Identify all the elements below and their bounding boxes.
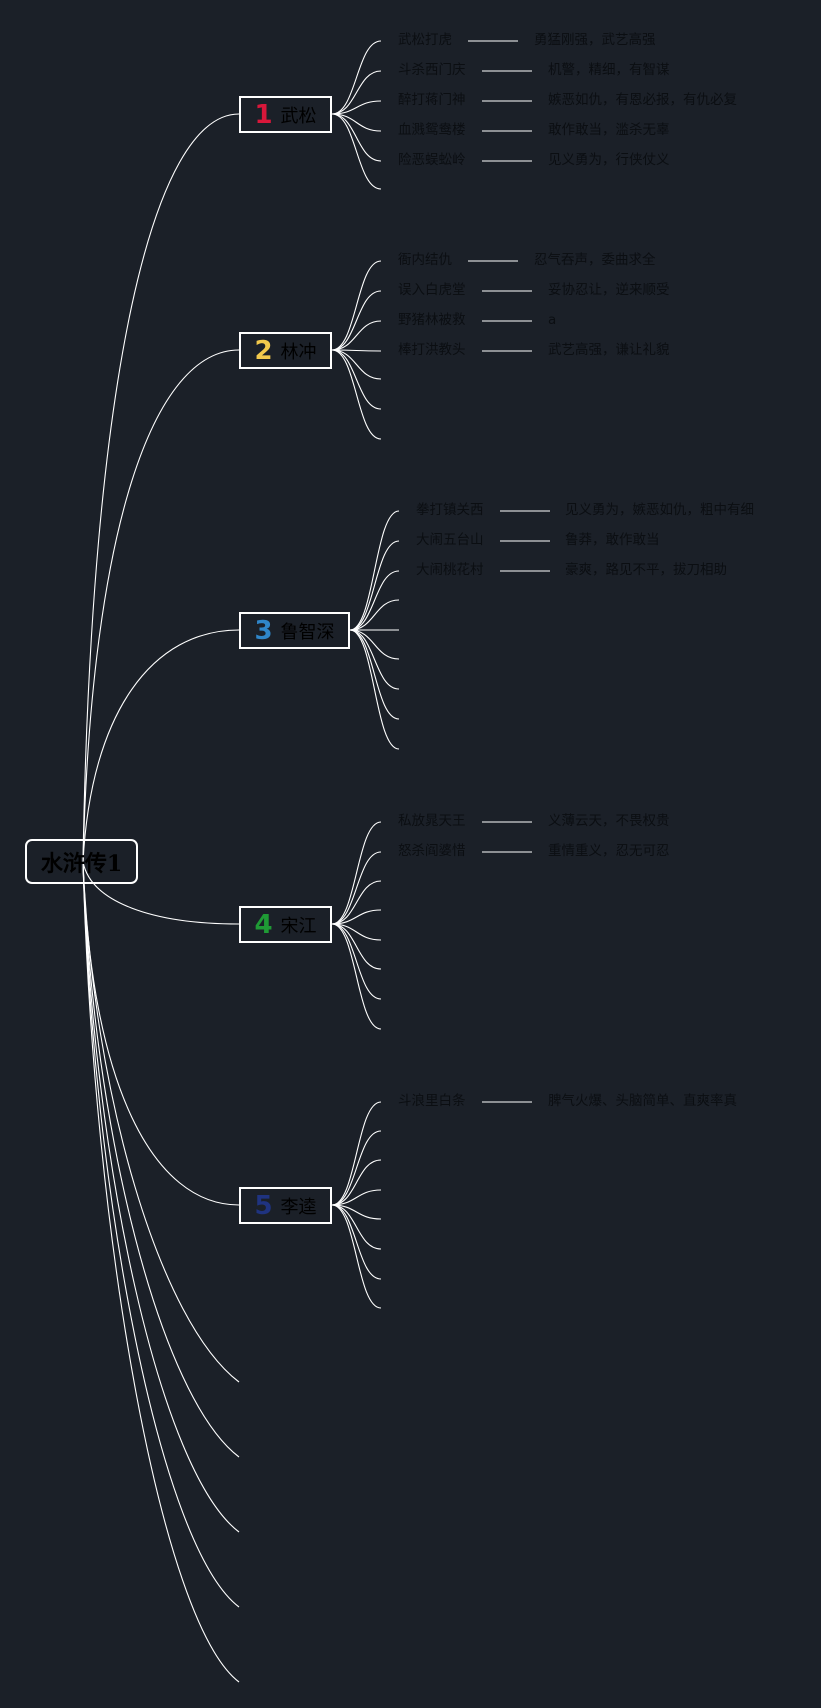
sub-branch-3-8 bbox=[349, 629, 400, 720]
sub-branch-2-5 bbox=[331, 349, 382, 380]
description-4-1[interactable]: 义薄云天，不畏权贵 bbox=[548, 813, 670, 829]
topic-name-3: 鲁智深 bbox=[280, 621, 335, 643]
sub-branch-2-2 bbox=[331, 290, 382, 351]
sub-branch-5-1 bbox=[331, 1101, 382, 1206]
subtopic-3-1[interactable]: 拳打镇关西 bbox=[416, 502, 484, 518]
sub-branch-5-6 bbox=[331, 1204, 382, 1250]
description-1-2[interactable]: 机警，精细，有智谋 bbox=[548, 62, 670, 78]
sub-branch-1-4 bbox=[331, 113, 382, 132]
topic-name-4: 宋江 bbox=[280, 915, 317, 937]
description-5-1[interactable]: 脾气火爆、头脑简单、直爽率真 bbox=[548, 1093, 737, 1109]
sub-branch-3-4 bbox=[349, 599, 400, 631]
root-branch-2 bbox=[82, 349, 240, 863]
root-branch-1 bbox=[82, 113, 240, 863]
sub-branch-1-1 bbox=[331, 40, 382, 115]
sub-branch-1-6 bbox=[331, 113, 382, 190]
subtopic-1-3[interactable]: 醉打蒋门神 bbox=[398, 92, 466, 108]
description-3-1[interactable]: 见义勇为，嫉恶如仇，粗中有细 bbox=[565, 502, 754, 518]
description-2-3[interactable]: a bbox=[548, 312, 557, 328]
root-branch-5 bbox=[82, 861, 240, 1206]
topic-node-5[interactable]: 5 李逵 bbox=[239, 1187, 332, 1224]
subtopic-2-1[interactable]: 衙内结仇 bbox=[398, 252, 452, 268]
description-1-5[interactable]: 见义勇为，行侠仗义 bbox=[548, 152, 670, 168]
subtopic-1-1[interactable]: 武松打虎 bbox=[398, 32, 452, 48]
subtopic-2-2[interactable]: 误入白虎堂 bbox=[398, 282, 466, 298]
sub-branch-4-4 bbox=[331, 909, 382, 925]
subtopic-1-4[interactable]: 血溅鸳鸯楼 bbox=[398, 122, 466, 138]
description-1-3[interactable]: 嫉恶如仇，有恩必报，有仇必复 bbox=[548, 92, 737, 108]
topic-number-1: 1 bbox=[254, 99, 273, 130]
topic-name-2: 林冲 bbox=[280, 341, 317, 363]
sub-branch-5-3 bbox=[331, 1159, 382, 1206]
description-3-3[interactable]: 豪爽，路见不平，拔刀相助 bbox=[565, 562, 727, 578]
sub-branch-5-2 bbox=[331, 1130, 382, 1206]
sub-branch-1-2 bbox=[331, 70, 382, 115]
sub-branch-2-1 bbox=[331, 260, 382, 351]
root-branch-4 bbox=[82, 861, 240, 925]
sub-branch-3-3 bbox=[349, 570, 400, 631]
subtopic-4-2[interactable]: 怒杀阎婆惜 bbox=[398, 843, 466, 859]
description-2-1[interactable]: 忍气吞声，委曲求全 bbox=[534, 252, 656, 268]
subtopic-4-1[interactable]: 私放晁天王 bbox=[398, 813, 466, 829]
sub-branch-2-3 bbox=[331, 320, 382, 351]
topic-number-3: 3 bbox=[254, 615, 273, 646]
sub-branch-1-3 bbox=[331, 100, 382, 115]
sub-branch-5-4 bbox=[331, 1189, 382, 1206]
topic-name-5: 李逵 bbox=[280, 1196, 317, 1218]
sub-branch-4-5 bbox=[331, 923, 382, 941]
sub-branch-3-9 bbox=[349, 629, 400, 750]
description-2-4[interactable]: 武艺高强，谦让礼貌 bbox=[548, 342, 670, 358]
subtopic-1-2[interactable]: 斗杀西门庆 bbox=[398, 62, 466, 78]
topic-number-5: 5 bbox=[254, 1190, 273, 1221]
description-1-4[interactable]: 敢作敢当，滥杀无辜 bbox=[548, 122, 670, 138]
empty-root-branch-2 bbox=[82, 861, 240, 1458]
topic-node-1[interactable]: 1 武松 bbox=[239, 96, 332, 133]
sub-branch-5-7 bbox=[331, 1204, 382, 1280]
sub-branch-2-7 bbox=[331, 349, 382, 440]
sub-branch-3-1 bbox=[349, 510, 400, 631]
topic-name-1: 武松 bbox=[280, 105, 317, 127]
empty-root-branch-4 bbox=[82, 861, 240, 1608]
root-label: 水浒传1 bbox=[40, 850, 123, 877]
subtopic-1-5[interactable]: 险恶蜈蚣岭 bbox=[398, 152, 466, 168]
sub-branch-4-3 bbox=[331, 880, 382, 925]
empty-root-branch-3 bbox=[82, 861, 240, 1533]
sub-branch-5-8 bbox=[331, 1204, 382, 1309]
description-2-2[interactable]: 妥协忍让，逆来顺受 bbox=[548, 282, 670, 298]
root-node[interactable]: 水浒传1 bbox=[25, 839, 138, 884]
topic-number-2: 2 bbox=[254, 335, 273, 366]
root-branch-3 bbox=[82, 629, 240, 863]
sub-branch-3-2 bbox=[349, 540, 400, 631]
topic-number-4: 4 bbox=[254, 909, 273, 940]
subtopic-3-3[interactable]: 大闹桃花村 bbox=[416, 562, 484, 578]
sub-branch-1-5 bbox=[331, 113, 382, 162]
description-4-2[interactable]: 重情重义，忍无可忍 bbox=[548, 843, 670, 859]
topic-node-3[interactable]: 3 鲁智深 bbox=[239, 612, 350, 649]
sub-branch-4-7 bbox=[331, 923, 382, 1000]
sub-branch-4-2 bbox=[331, 851, 382, 925]
subtopic-3-2[interactable]: 大闹五台山 bbox=[416, 532, 484, 548]
empty-root-branch-5 bbox=[82, 861, 240, 1683]
sub-branch-2-6 bbox=[331, 349, 382, 410]
sub-branch-3-7 bbox=[349, 629, 400, 690]
topic-node-2[interactable]: 2 林冲 bbox=[239, 332, 332, 369]
subtopic-5-1[interactable]: 斗浪里白条 bbox=[398, 1093, 466, 1109]
empty-root-branch-1 bbox=[82, 861, 240, 1383]
sub-branch-4-6 bbox=[331, 923, 382, 970]
description-1-1[interactable]: 勇猛刚强，武艺高强 bbox=[534, 32, 656, 48]
topic-node-4[interactable]: 4 宋江 bbox=[239, 906, 332, 943]
description-3-2[interactable]: 鲁莽，敢作敢当 bbox=[565, 532, 660, 548]
subtopic-2-4[interactable]: 棒打洪教头 bbox=[398, 342, 466, 358]
sub-branch-4-8 bbox=[331, 923, 382, 1030]
sub-branch-4-1 bbox=[331, 821, 382, 925]
subtopic-2-3[interactable]: 野猪林被救 bbox=[398, 312, 466, 328]
